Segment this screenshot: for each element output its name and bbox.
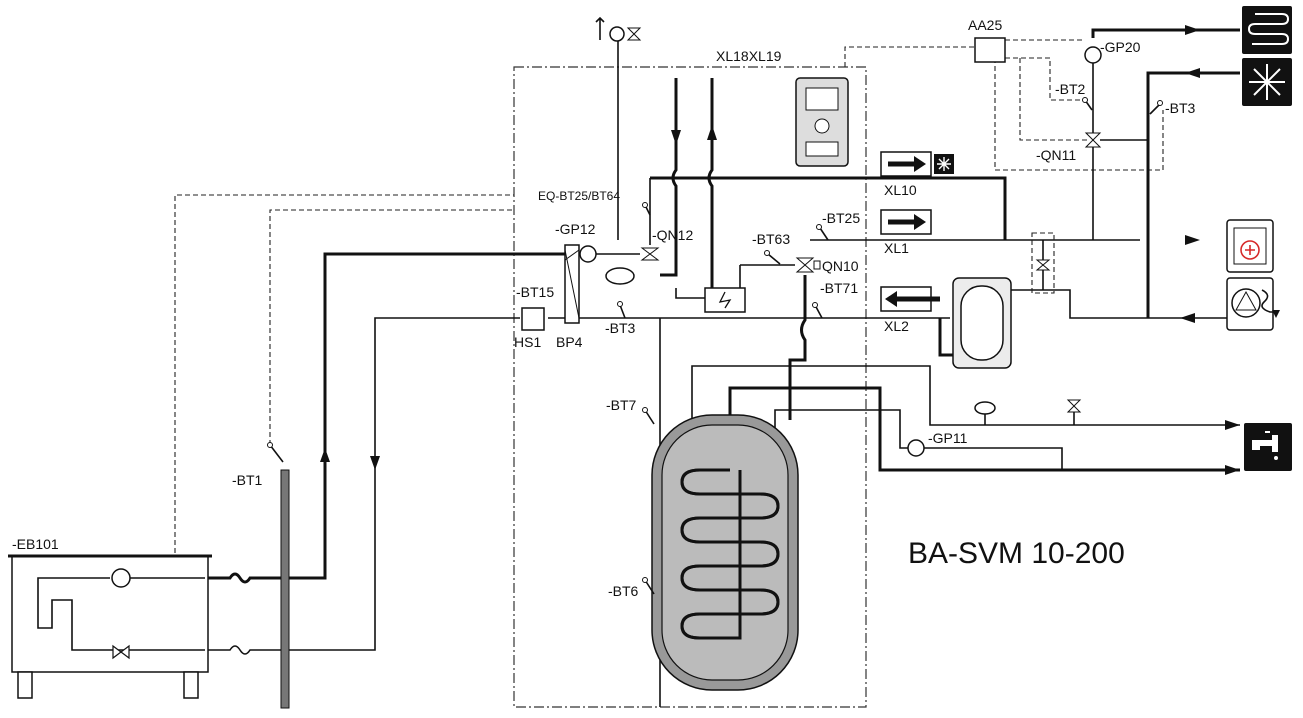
label-eq-bt25-bt64: EQ-BT25/BT64 [538,189,620,203]
label-qn12: -QN12 [652,227,693,243]
pipe-qn11 [1092,48,1148,240]
indoor-unit-icon [1226,277,1280,331]
xl1-arrow-box [880,209,932,235]
label-bt3-outer: -BT3 [1165,100,1196,116]
wall [280,469,290,709]
pipe-qn12-left [595,178,651,255]
control-line-aa25 [844,46,975,67]
label-bt25: -BT25 [822,210,860,226]
sensor-bt1 [269,444,284,463]
pump-gp20 [1084,46,1102,64]
aa25-box [974,37,1006,63]
label-xl2: XL2 [884,318,909,334]
valve-cw [1066,399,1082,413]
pipe-gp20 [1091,28,1240,38]
return-pipe-eb101 [208,317,520,655]
floor-heating-icon [1242,6,1292,54]
label-bt2: -BT2 [1055,81,1086,97]
hs1-box [521,307,545,331]
label-gp12: -GP12 [555,221,596,237]
label-gp11: -GP11 [928,430,968,446]
tap-water-icon [1244,423,1292,471]
pipe-hw [691,365,1240,426]
control-display [795,77,849,167]
electric-heater [704,287,746,313]
label-bp4: BP4 [556,334,583,350]
label-qn11: -QN11 [1036,147,1076,163]
safety-valve-top [595,16,642,240]
bypass-valve [1035,259,1051,271]
flow-arrow-up [320,448,330,462]
pipe-qn10 [739,264,795,290]
label-bt3-inner: -BT3 [605,320,636,336]
valve-qn11 [1084,132,1102,148]
cooling-snowflake-icon [1242,58,1292,106]
pump-gp11 [907,439,925,457]
pump-gp12 [579,245,597,263]
pipe-xl19 [707,78,714,288]
label-aa25: AA25 [968,17,1002,33]
pipe-xl2 [788,275,807,420]
sensor-line-eb101 [174,194,514,553]
label-gp20: -GP20 [1100,39,1141,55]
label-xl10: XL10 [884,182,917,198]
label-bt7: -BT7 [606,397,637,413]
label-bt1: -BT1 [232,472,263,488]
label-xl1: XL1 [884,240,909,256]
label-bt6: -BT6 [608,583,639,599]
pipe-right-main [1146,71,1240,318]
label-bt63: -BT63 [752,231,790,247]
pipe-cw-link [774,409,1063,470]
bypass-box [1031,232,1055,294]
sensor-bt3-inner [619,304,626,319]
diagram-title: BA-SVM 10-200 [908,537,1125,570]
sensor-bt63 [767,253,781,265]
valve-qn10 [795,257,815,273]
outdoor-unit-eb101 [8,554,212,699]
xl2-arrow-box [880,286,940,312]
label-eb101: -EB101 [12,536,59,552]
label-qn10: QN10 [822,258,859,274]
sensor-bt3-outer [1149,103,1161,115]
control-loop-aa25 [994,39,1164,171]
pool-heat-exchanger-icon [1226,219,1274,273]
expansion-vessel-cw [974,401,996,415]
label-hs1: HS1 [514,334,541,350]
pipe-cw-coil [728,386,1240,472]
label-xl18xl19: XL18XL19 [716,48,782,64]
flow-pipe-eb101 [208,252,580,584]
expansion-vessel [605,267,635,285]
sensor-bt25 [819,227,829,241]
pipe-xl10 [650,176,1007,240]
flow-arrow-down [370,456,380,470]
xl10-arrow-box [880,151,954,177]
sensor-line-bt1 [269,209,514,445]
label-bt71: -BT71 [820,280,858,296]
label-bt15: -BT15 [516,284,554,300]
valve-qn12 [640,247,660,261]
water-heater-tank [651,414,799,691]
